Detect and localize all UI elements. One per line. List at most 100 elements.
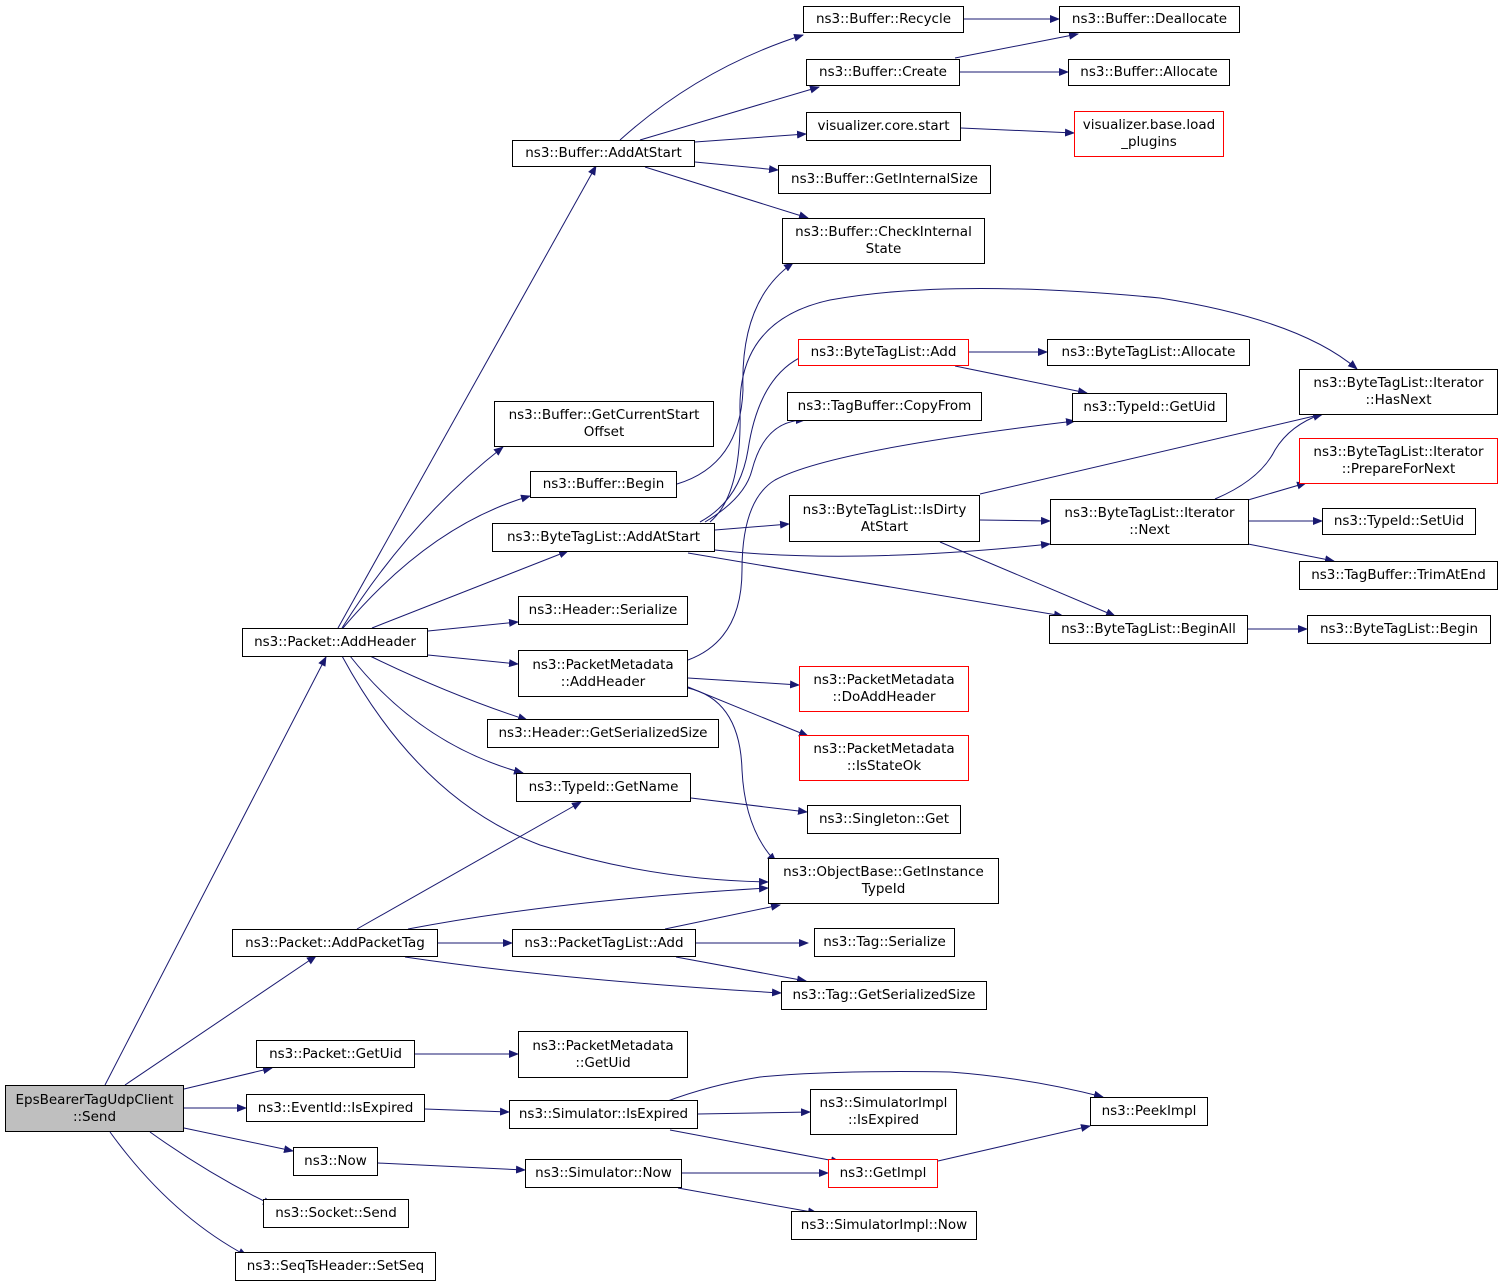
node-label: ::PrepareForNext [1341,461,1456,477]
node-tagbuffer-copyfrom[interactable]: ns3::TagBuffer::CopyFrom [787,392,982,421]
edge-isdirty-hasnext [979,412,1324,495]
edge-addheader-buffer-begin [342,494,531,629]
edge-addheader-buffer-addatstart [337,165,597,629]
node-packettaglist-add[interactable]: ns3::PacketTagList::Add [512,929,696,957]
node-label: ns3::SimulatorImpl [819,1095,948,1111]
node-socket-send[interactable]: ns3::Socket::Send [263,1199,409,1228]
node-bytetaglist-begin[interactable]: ns3::ByteTagList::Begin [1307,615,1491,644]
node-packetmetadata-isstateok[interactable]: ns3::PacketMetadata ::IsStateOk [799,735,969,781]
node-seqtsheader-setseq[interactable]: ns3::SeqTsHeader::SetSeq [235,1252,436,1281]
node-simulatorimpl-now[interactable]: ns3::SimulatorImpl::Now [791,1211,977,1240]
node-simulatorimpl-isexpired[interactable]: ns3::SimulatorImpl ::IsExpired [810,1089,957,1135]
node-bytetaglist-beginall[interactable]: ns3::ByteTagList::BeginAll [1049,615,1248,644]
node-buffer-create[interactable]: ns3::Buffer::Create [806,59,960,86]
node-label: ns3::ByteTagList::Begin [1319,621,1479,637]
node-label: ns3::Buffer::GetInternalSize [791,171,978,187]
edge-send-socket-send [149,1131,273,1206]
node-buffer-allocate[interactable]: ns3::Buffer::Allocate [1068,59,1230,86]
node-eventid-isexpired[interactable]: ns3::EventId::IsExpired [246,1094,425,1122]
edge-btladdatstart-isdirty [714,520,790,531]
node-tagbuffer-trimatend[interactable]: ns3::TagBuffer::TrimAtEnd [1299,561,1498,590]
edge-send-addpackettag [124,955,317,1086]
node-label: ns3::Header::Serialize [528,602,678,618]
node-label: ns3::ByteTagList::IsDirty [802,501,967,518]
node-simulator-isexpired[interactable]: ns3::Simulator::IsExpired [509,1100,698,1129]
node-typeid-setuid[interactable]: ns3::TypeId::SetUid [1322,508,1476,535]
edge-btladdatstart-beginall [687,552,1064,619]
edge-sim-isexpired-simimpl-isexpired [697,1108,811,1117]
node-label: ns3::Buffer::Begin [542,476,665,492]
node-objectbase-getinstancetypeid[interactable]: ns3::ObjectBase::GetInstance TypeId [768,858,999,904]
node-label: ::Next [1129,522,1170,538]
node-bytetaglist-add[interactable]: ns3::ByteTagList::Add [798,339,969,366]
node-typeid-getname[interactable]: ns3::TypeId::GetName [516,773,691,802]
node-label: ns3::Buffer::Recycle [815,11,952,27]
node-label: ns3::ByteTagList::Iterator [1313,444,1484,460]
node-label: ns3::ByteTagList::Iterator [1313,375,1484,391]
node-label: ns3::GetImpl [839,1165,927,1181]
edge-bufaddatstart-recycle [619,33,804,141]
edge-getname-singleton [690,797,808,815]
node-label: ns3::TagBuffer::CopyFrom [797,398,972,414]
node-label: ns3::ByteTagList::BeginAll [1061,621,1236,637]
node-label: ::HasNext [1365,392,1432,408]
node-getimpl[interactable]: ns3::GetImpl [828,1159,938,1188]
node-label: ns3::Packet::AddPacketTag [245,934,425,951]
node-buffer-deallocate[interactable]: ns3::Buffer::Deallocate [1059,6,1240,33]
node-label: visualizer.base.load [1082,117,1216,133]
edge-send-packet-getuid [183,1066,273,1090]
edge-btladdatstart-copyfrom [704,416,806,523]
node-simulator-now[interactable]: ns3::Simulator::Now [525,1159,682,1188]
node-label: ::AddHeader [560,673,646,690]
node-label: ns3::ByteTagList::Add [810,344,957,360]
edge-next-hasnext [1214,413,1323,500]
edge-simulator-now-simimpl-now [677,1187,818,1216]
node-packetmetadata-addheader[interactable]: ns3::PacketMetadata ::AddHeader [518,650,688,697]
node-bytetaglist-addatstart[interactable]: ns3::ByteTagList::AddAtStart [492,523,715,552]
node-label: ns3::Simulator::IsExpired [518,1106,689,1122]
node-packet-addpackettag[interactable]: ns3::Packet::AddPacketTag [232,929,438,957]
edge-bufaddatstart-checkinternal [644,166,809,220]
node-label: ns3::Tag::Serialize [823,934,946,950]
node-label: _plugins [1121,134,1177,150]
node-buffer-recycle[interactable]: ns3::Buffer::Recycle [803,6,964,33]
node-now[interactable]: ns3::Now [293,1147,378,1176]
node-label: ns3::TypeId::GetName [528,779,679,795]
node-bytetaglist-iterator-hasnext[interactable]: ns3::ByteTagList::Iterator ::HasNext [1299,369,1498,415]
node-label: visualizer.core.start [817,118,950,134]
node-bytetaglist-iterator-next[interactable]: ns3::ByteTagList::Iterator ::Next [1050,499,1249,545]
node-typeid-getuid[interactable]: ns3::TypeId::GetUid [1072,393,1227,422]
node-visualizer-base-load-plugins[interactable]: visualizer.base.load _plugins [1074,111,1224,157]
node-packetmetadata-getuid[interactable]: ns3::PacketMetadata ::GetUid [518,1031,688,1078]
node-label: ns3::Packet::GetUid [269,1045,402,1062]
edge-isdirty-beginall [939,541,1116,617]
node-bytetaglist-allocate[interactable]: ns3::ByteTagList::Allocate [1047,339,1250,366]
node-packet-getuid[interactable]: ns3::Packet::GetUid [256,1040,415,1068]
edge-bufaddatstart-create [639,85,820,141]
node-epsbearertagudpclient-send: EpsBearerTagUdpClient ::Send [5,1085,184,1132]
edge-pmaddheader-getinstancetypeid [687,687,777,863]
node-buffer-getinternalsize[interactable]: ns3::Buffer::GetInternalSize [778,165,991,194]
node-tag-getserializedsize[interactable]: ns3::Tag::GetSerializedSize [781,981,987,1010]
node-header-serialize[interactable]: ns3::Header::Serialize [518,596,688,625]
node-label: ns3::Now [304,1153,367,1169]
node-packetmetadata-doaddheader[interactable]: ns3::PacketMetadata ::DoAddHeader [799,666,969,712]
node-label: ns3::Header::GetSerializedSize [498,725,708,741]
node-singleton-get[interactable]: ns3::Singleton::Get [807,805,961,834]
node-buffer-begin[interactable]: ns3::Buffer::Begin [530,471,677,498]
node-label: Offset [583,424,625,440]
node-label: ::Send [72,1108,117,1125]
node-buffer-addatstart[interactable]: ns3::Buffer::AddAtStart [512,140,695,167]
node-peekimpl[interactable]: ns3::PeekImpl [1090,1097,1208,1126]
node-buffer-getcurrentstartoffset[interactable]: ns3::Buffer::GetCurrentStart Offset [494,401,714,447]
node-header-getserializedsize[interactable]: ns3::Header::GetSerializedSize [487,719,719,748]
node-label: AtStart [860,518,909,535]
node-label: ns3::Buffer::CheckInternal [795,224,972,240]
node-packet-addheader[interactable]: ns3::Packet::AddHeader [242,628,428,657]
node-tag-serialize[interactable]: ns3::Tag::Serialize [814,928,955,957]
node-buffer-checkinternalstate[interactable]: ns3::Buffer::CheckInternal State [782,218,985,264]
node-bytetaglist-iterator-preparefornext[interactable]: ns3::ByteTagList::Iterator ::PrepareForN… [1299,438,1498,484]
node-visualizer-core-start[interactable]: visualizer.core.start [806,112,961,141]
node-bytetaglist-isdirtyatstart[interactable]: ns3::ByteTagList::IsDirty AtStart [789,495,980,542]
